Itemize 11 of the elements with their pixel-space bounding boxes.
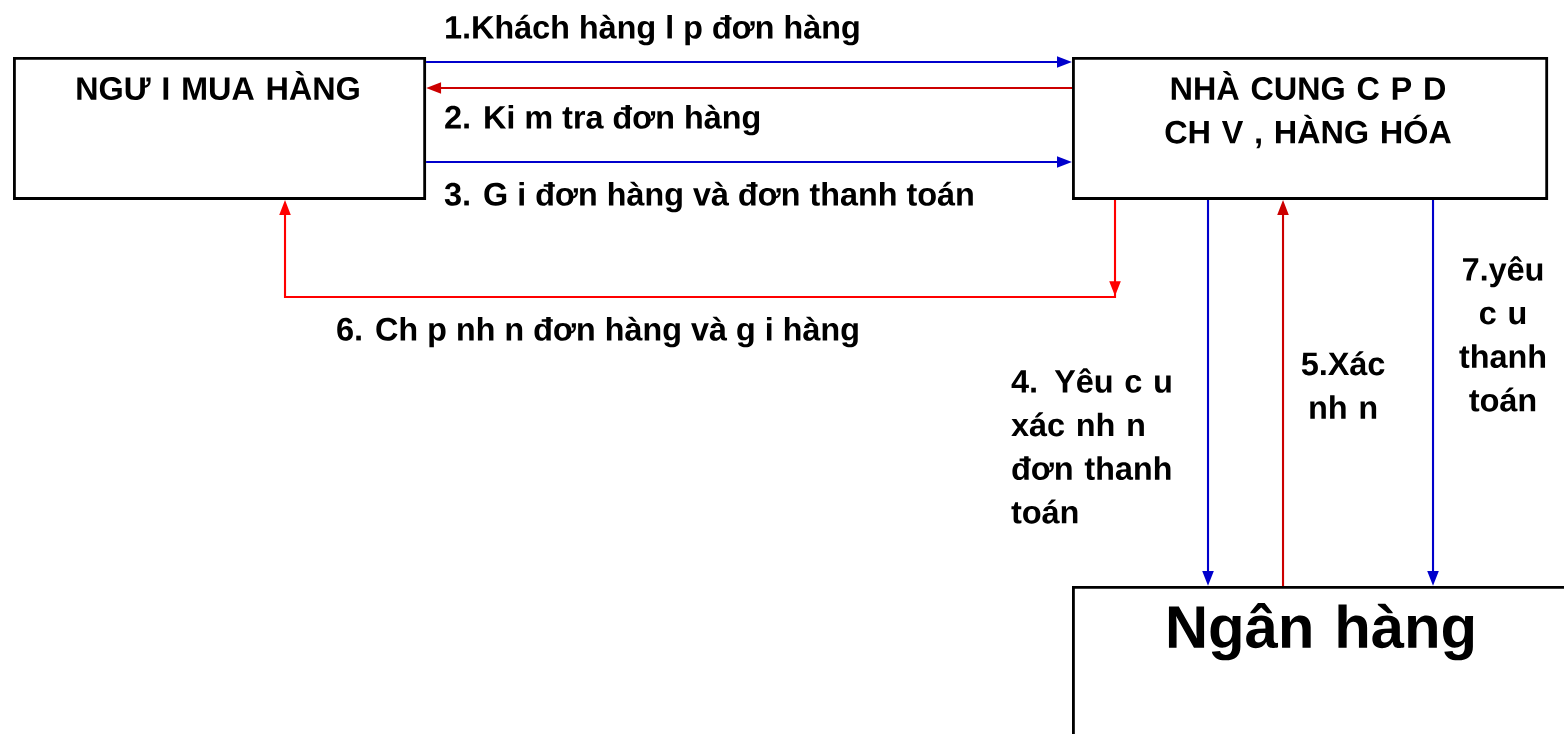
process-box: NHÀ CUNG C P D CH V , HÀNG HÓA [1072,57,1549,200]
edge-label: 6. Ch p nh n đơn hàng và g i hàng [337,316,858,348]
edge-label: 4. Yêu c u xác nh n đơn thanh toán [1011,368,1171,524]
edge-label: 2. Ki m tra đơn hàng [445,104,760,136]
edge-label: 1.Khách hàng l p đơn hàng [446,14,859,46]
process-box: NGƯ I MUA HÀNG [13,57,427,200]
arrow [279,199,1121,299]
edge-label: 3. G i đơn hàng và đơn thanh toán [444,181,973,213]
edge-label: 7.yêu c u thanh toán [1459,256,1546,412]
edge-label: 5.Xác nh n [1301,351,1385,419]
process-box: Ngân hàng [1072,586,1564,734]
